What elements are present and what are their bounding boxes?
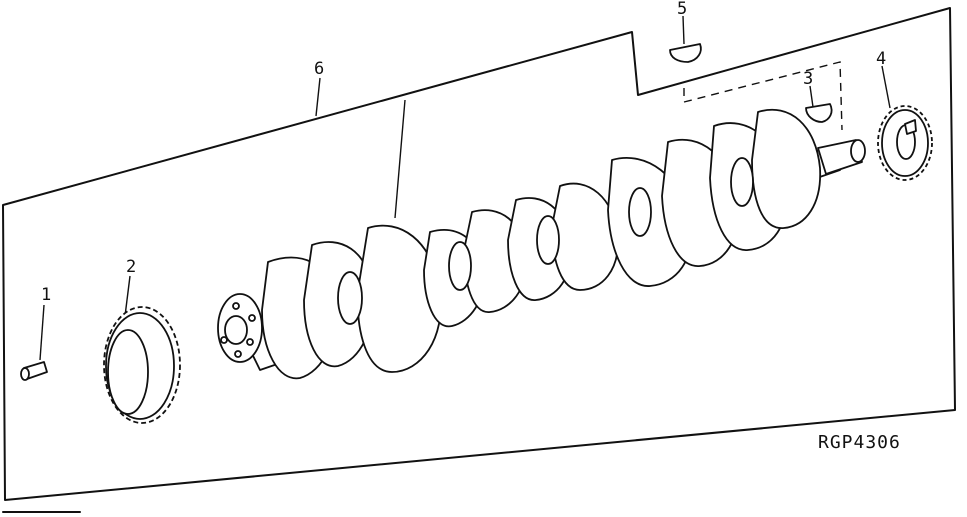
callout-labels: 1 2 3 4 5 6 xyxy=(41,0,886,305)
woodruff-key-5 xyxy=(669,43,702,63)
callout-3: 3 xyxy=(803,69,813,89)
callout-2: 2 xyxy=(126,257,136,277)
callout-6: 6 xyxy=(314,59,324,79)
callout-5: 5 xyxy=(677,0,687,19)
dowel-pin xyxy=(20,361,48,381)
diagram-panel-outline xyxy=(2,7,956,513)
callout-4: 4 xyxy=(876,49,886,69)
reference-code: RGP4306 xyxy=(818,432,901,453)
leader-lines xyxy=(39,15,891,361)
callout-1: 1 xyxy=(41,285,51,305)
front-gear xyxy=(877,105,933,181)
woodruff-key-3 xyxy=(805,103,833,123)
crankshaft-gear xyxy=(103,306,181,424)
crankshaft xyxy=(217,108,866,380)
